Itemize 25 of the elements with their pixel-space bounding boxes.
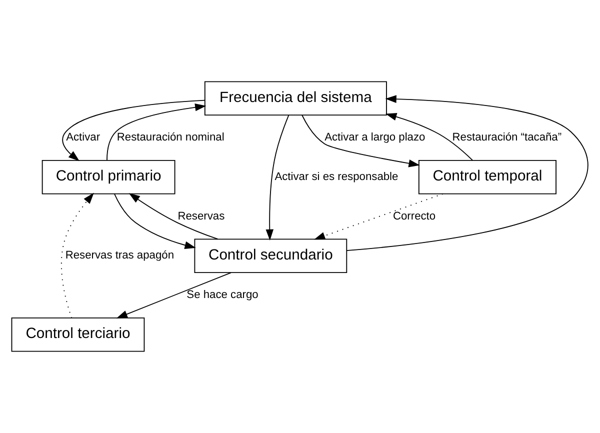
edge-label: Reservas tras apagón <box>65 250 174 262</box>
arrow <box>128 193 218 240</box>
arrow <box>62 100 206 162</box>
arrow <box>60 192 94 318</box>
node-box: Control secundario <box>194 238 348 274</box>
node-box: Control primario <box>42 160 176 194</box>
node-box: Frecuencia del sistema <box>204 81 387 116</box>
arrow <box>114 193 196 249</box>
arrow <box>266 114 290 240</box>
arrow <box>314 193 444 240</box>
edge-label: Activar <box>66 132 100 144</box>
arrow <box>385 113 474 161</box>
edge-label: Restauración “tacaña” <box>452 132 562 144</box>
node-box: Control temporal <box>418 160 556 194</box>
edge-label: Reservas <box>178 210 225 222</box>
arrow <box>116 272 232 318</box>
edge-label: Activar a largo plazo <box>324 132 426 144</box>
arrow <box>106 103 206 161</box>
edge-label: Se hace cargo <box>186 289 258 302</box>
arrow <box>302 114 420 168</box>
node-box: Control terciario <box>11 317 145 352</box>
edge-label: Activar si es responsable <box>274 171 398 183</box>
arrow <box>346 95 588 252</box>
edge-label: Correcto <box>392 210 436 222</box>
edge-label: Restauración nominal <box>116 132 224 144</box>
